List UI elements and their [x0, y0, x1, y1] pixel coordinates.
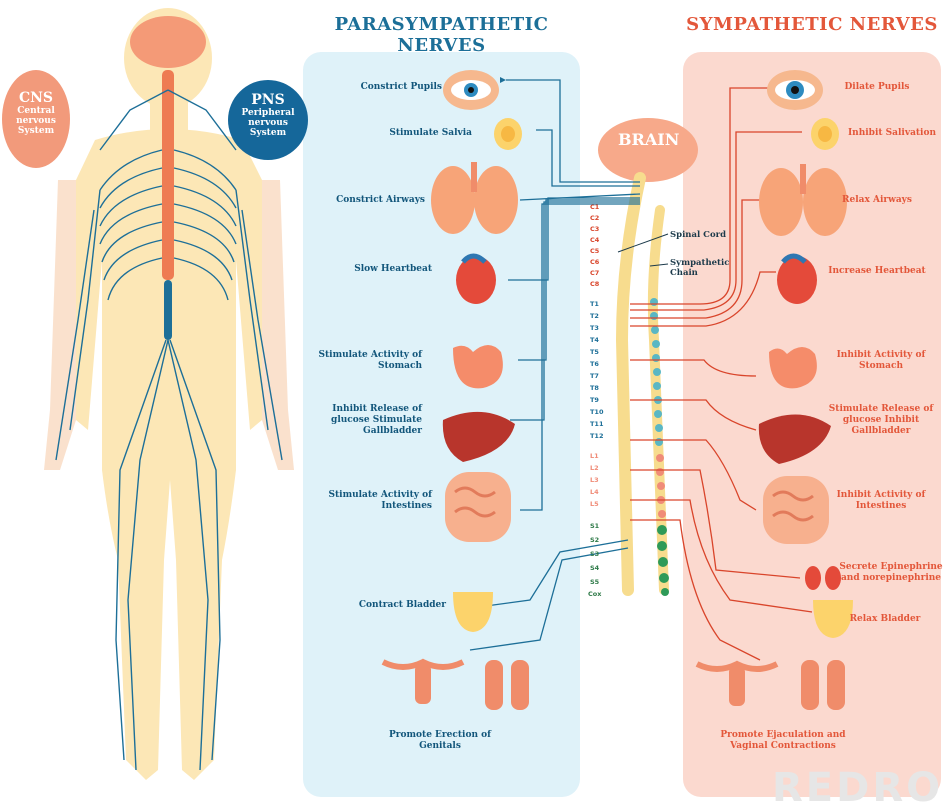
vertebra-label: Cox: [588, 590, 601, 598]
label-constrict-airways: Constrict Airways: [275, 195, 425, 206]
intestines-icon: [763, 476, 829, 544]
label-inhibit-stomach: Inhibit Activity of Stomach: [826, 350, 936, 372]
vertebra-label: T7: [590, 372, 599, 380]
eye-icon: [767, 70, 823, 110]
label-relax-airways: Relax Airways: [822, 195, 932, 206]
label-promote-erection: Promote Erection of Genitals: [385, 730, 495, 752]
female-reproductive-icon: [383, 662, 463, 704]
vertebra-label: L2: [590, 464, 599, 472]
vertebra-label: S3: [590, 550, 599, 558]
vertebra-label: L5: [590, 500, 599, 508]
label-dilate-pupils: Dilate Pupils: [822, 82, 932, 93]
vertebra-label: C4: [590, 236, 599, 244]
stomach-icon: [769, 347, 817, 388]
bladder-icon: [453, 592, 493, 632]
salivary-gland-icon: [494, 118, 522, 150]
vertebra-label: T6: [590, 360, 599, 368]
vertebra-label: T11: [590, 420, 603, 428]
vertebra-label: S2: [590, 536, 599, 544]
label-inhibit-glucose: Inhibit Release of glucose Stimulate Gal…: [292, 404, 422, 437]
label-promote-ejaculation: Promote Ejaculation and Vaginal Contract…: [708, 730, 858, 752]
vertebra-label: C3: [590, 225, 599, 233]
vertebra-label: T2: [590, 312, 599, 320]
vertebra-label: C1: [590, 203, 599, 211]
eye-icon: [443, 70, 499, 110]
label-stimulate-stomach: Stimulate Activity of Stomach: [282, 350, 422, 372]
female-reproductive-icon: [697, 664, 777, 706]
vertebra-label: L1: [590, 452, 599, 460]
label-stimulate-glucose: Stimulate Release of glucose Inhibit Gal…: [826, 404, 936, 437]
label-increase-heartbeat: Increase Heartbeat: [822, 266, 932, 277]
liver-icon: [759, 414, 831, 464]
label-stimulate-salvia: Stimulate Salvia: [322, 128, 472, 139]
label-inhibit-salivation: Inhibit Salivation: [842, 128, 942, 139]
vertebra-label: T1: [590, 300, 599, 308]
male-reproductive-icon: [485, 660, 529, 710]
vertebra-label: S4: [590, 564, 599, 572]
intestines-icon: [445, 472, 511, 542]
label-secrete-epinephrine: Secrete Epinephrine and norepinephrine: [838, 562, 944, 584]
vertebra-label: C8: [590, 280, 599, 288]
label-relax-bladder: Relax Bladder: [830, 614, 940, 625]
brain-label: BRAIN: [618, 130, 679, 149]
heart-icon: [777, 256, 817, 304]
vertebra-label: C7: [590, 269, 599, 277]
vertebra-label: S1: [590, 522, 599, 530]
heart-icon: [456, 256, 496, 304]
vertebra-label: T12: [590, 432, 603, 440]
vertebra-label: T8: [590, 384, 599, 392]
adrenal-kidney-icon: [805, 566, 841, 590]
male-reproductive-icon: [801, 660, 845, 710]
salivary-gland-icon: [811, 118, 839, 150]
vertebra-label: T9: [590, 396, 599, 404]
vertebra-label: C5: [590, 247, 599, 255]
vertebra-label: T5: [590, 348, 599, 356]
vertebra-label: T10: [590, 408, 603, 416]
vertebra-label: L3: [590, 476, 599, 484]
vertebra-label: C6: [590, 258, 599, 266]
label-contract-bladder: Contract Bladder: [296, 600, 446, 611]
label-inhibit-intestines: Inhibit Activity of Intestines: [826, 490, 936, 512]
vertebra-label: S5: [590, 578, 599, 586]
lungs-icon: [431, 162, 518, 234]
label-stimulate-intestines: Stimulate Activity of Intestines: [296, 490, 432, 512]
label-constrict-pupils: Constrict Pupils: [292, 82, 442, 93]
vertebra-label: T4: [590, 336, 599, 344]
stomach-icon: [453, 345, 503, 388]
vertebra-label: L4: [590, 488, 599, 496]
vertebra-label: C2: [590, 214, 599, 222]
watermark: REDRO: [772, 765, 943, 811]
vertebra-label: T3: [590, 324, 599, 332]
label-slow-heartbeat: Slow Heartbeat: [282, 264, 432, 275]
liver-icon: [443, 412, 515, 462]
